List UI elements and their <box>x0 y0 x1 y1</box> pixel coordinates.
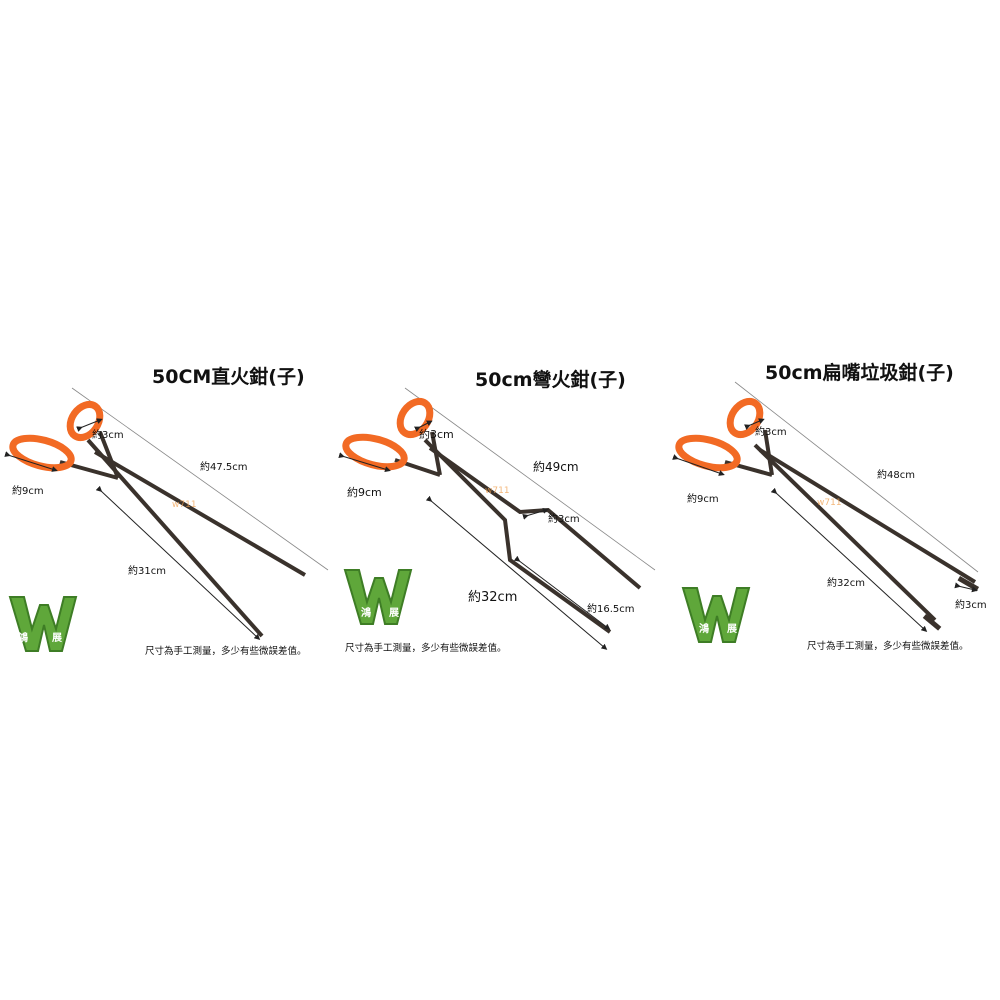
measurement-note: 尺寸為手工測量，多少有些微誤差值。 <box>807 641 969 652</box>
logo-char-2: 展 <box>389 608 399 619</box>
arm-length-label: 約31cm <box>128 566 166 577</box>
bend-gap-label: 約3cm <box>548 514 580 525</box>
watermark: w711 <box>817 498 842 508</box>
panel-flat-mouth-tongs: 50cm扁嘴垃圾鉗(子) 約3cm 約9cm 約48cm 約32cm 約3cm … <box>667 0 1000 1000</box>
logo-char-1: 鴻 <box>361 608 371 619</box>
logo-char-1: 鴻 <box>699 624 709 635</box>
logo-char-2: 展 <box>727 624 737 635</box>
product-title: 50CM直火鉗(子) <box>152 366 305 388</box>
grip-gap-label: 約3cm <box>419 428 454 441</box>
measurement-note: 尺寸為手工測量，多少有些微誤差值。 <box>345 643 507 654</box>
grass-w-logo-icon: 鴻 展 <box>8 595 78 653</box>
tip-length-label: 約16.5cm <box>587 604 635 615</box>
watermark: w711 <box>172 500 197 510</box>
handle-width-label: 約9cm <box>347 486 382 499</box>
tip-width-label: 約3cm <box>955 600 987 611</box>
product-title: 50cm彎火鉗(子) <box>475 369 626 391</box>
watermark: w711 <box>485 486 510 496</box>
arm-length-label: 約32cm <box>827 578 865 589</box>
total-length-label: 約48cm <box>877 470 915 481</box>
total-length-label: 約49cm <box>533 460 579 474</box>
grass-w-logo-icon: 鴻 展 <box>343 568 413 626</box>
grass-w-logo-icon: 鴻 展 <box>681 586 751 644</box>
logo-char-1: 鴻 <box>18 633 28 644</box>
total-length-label: 約47.5cm <box>200 462 248 473</box>
straight-tongs-image <box>4 387 329 641</box>
handle-width-label: 約9cm <box>687 494 719 505</box>
grip-gap-label: 約3cm <box>92 430 124 441</box>
flat-mouth-tongs-image <box>672 381 980 633</box>
measurement-note: 尺寸為手工測量，多少有些微誤差值。 <box>145 646 307 657</box>
panel-straight-tongs: 50CM直火鉗(子) 約3cm 約9cm 約47.5cm 約31cm w711 … <box>0 0 333 1000</box>
handle-width-label: 約9cm <box>12 486 44 497</box>
bent-tongs-image <box>338 387 656 650</box>
grip-gap-label: 約3cm <box>755 427 787 438</box>
logo-char-2: 展 <box>52 633 62 644</box>
product-title: 50cm扁嘴垃圾鉗(子) <box>765 362 954 384</box>
arm-length-label: 約32cm <box>468 590 518 605</box>
panel-bent-tongs: 50cm彎火鉗(子) 約3cm 約9cm 約49cm 約3cm 約32cm 約1… <box>333 0 667 1000</box>
